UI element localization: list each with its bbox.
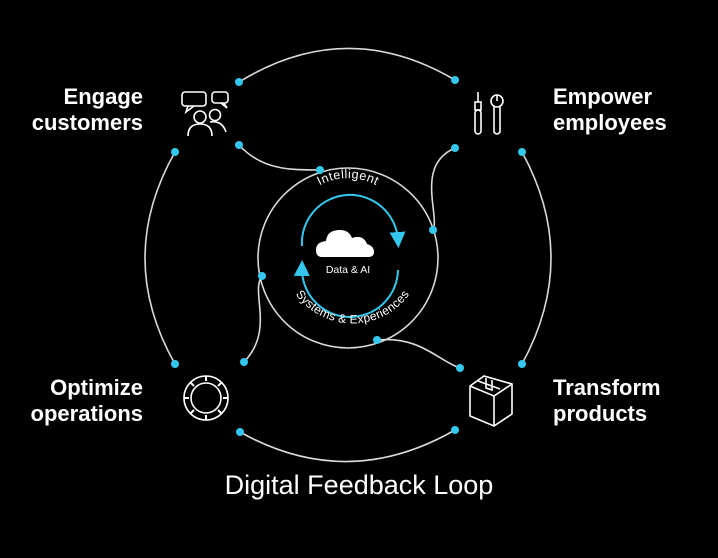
node	[451, 144, 459, 152]
loop-bottom-arc	[239, 429, 456, 463]
connector-transform	[376, 338, 461, 369]
cycle-arrow-bottom	[293, 260, 399, 318]
node	[429, 226, 437, 234]
tools-icon	[474, 92, 504, 135]
cloud-label: Data & AI	[326, 264, 370, 276]
diagram-title: Digital Feedback Loop	[224, 470, 494, 500]
label-line: Engage	[63, 84, 143, 109]
label-line: operations	[30, 401, 143, 426]
label-line: Optimize	[50, 375, 143, 400]
label-optimize-operations: Optimize operations	[0, 375, 143, 427]
label-line: products	[553, 401, 648, 426]
center-connectors	[238, 144, 461, 369]
node	[171, 148, 179, 156]
label-empower-employees: Empower employees	[553, 84, 713, 136]
node	[518, 360, 526, 368]
node	[451, 76, 459, 84]
node	[171, 360, 179, 368]
cloud-icon	[316, 230, 374, 257]
loop-nodes	[171, 76, 526, 436]
node	[373, 336, 381, 344]
loop-right-arc	[521, 151, 552, 365]
node	[518, 148, 526, 156]
loop-left-arc	[144, 151, 176, 365]
gear-icon	[183, 375, 229, 421]
arc-text-top: Intelligent	[315, 167, 382, 188]
people-chat-icon	[181, 91, 229, 137]
node	[240, 358, 248, 366]
node	[236, 428, 244, 436]
connector-optimize	[243, 275, 263, 363]
cycle-arrow-top	[300, 193, 406, 248]
connector-engage	[238, 144, 321, 171]
node	[235, 78, 243, 86]
label-line: employees	[553, 110, 667, 135]
label-line: Transform	[553, 375, 661, 400]
node	[316, 166, 324, 174]
node	[258, 272, 266, 280]
node	[456, 364, 464, 372]
cycle-arrows	[293, 193, 406, 318]
box-icon	[469, 375, 513, 427]
node	[235, 141, 243, 149]
label-transform-products: Transform products	[553, 375, 713, 427]
label-line: customers	[31, 110, 143, 135]
loop-top-arc	[238, 47, 456, 83]
node	[451, 426, 459, 434]
label-engage-customers: Engage customers	[0, 84, 143, 136]
outer-loop	[144, 47, 552, 463]
label-line: Empower	[553, 84, 653, 109]
arc-text-bottom: Systems & Experiences	[293, 287, 412, 326]
connector-empower	[430, 147, 456, 231]
center-ring	[257, 167, 439, 349]
